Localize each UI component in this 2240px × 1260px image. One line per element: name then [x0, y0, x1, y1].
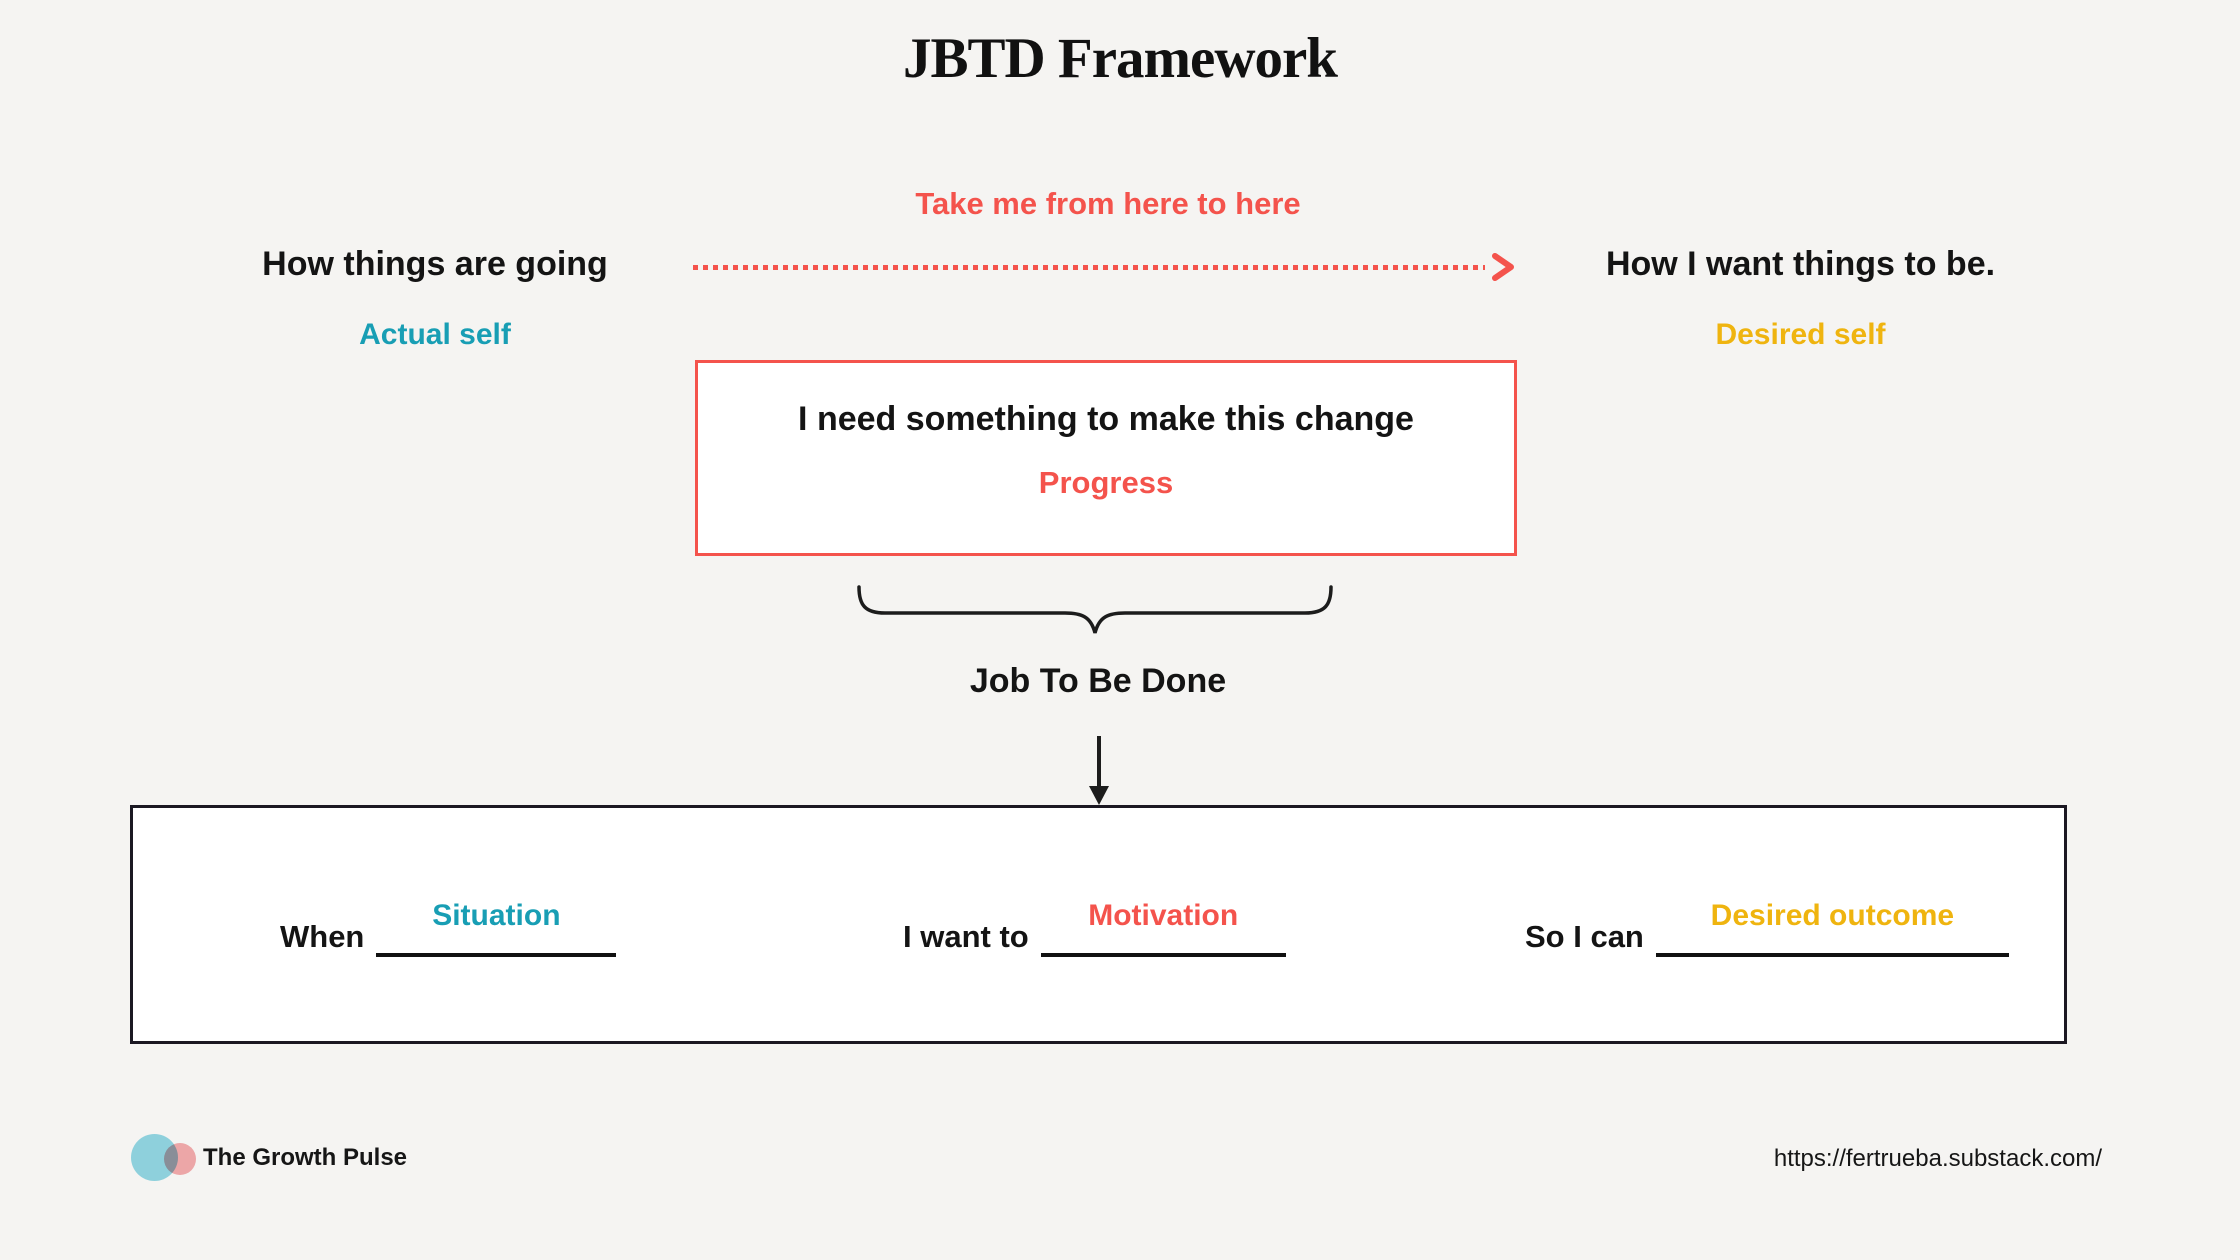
diagram-title: JBTD Framework: [902, 27, 1338, 90]
need-statement: I need something to make this change: [798, 400, 1414, 438]
need-box: I need something to make this change Pro…: [695, 360, 1517, 556]
down-arrow-icon: [1087, 736, 1111, 811]
job-to-be-done-label: Job To Be Done: [969, 662, 1227, 700]
statement-prefix: So I can: [1525, 919, 1644, 955]
progress-keyword: Progress: [1038, 465, 1174, 500]
actual-self-label: Actual self: [359, 317, 511, 351]
statement-part-situation: When Situation: [280, 899, 617, 957]
desired-outcome-blank: Desired outcome: [1655, 899, 2009, 957]
curly-brace-icon: [855, 584, 1335, 645]
dotted-arrow-line: [693, 265, 1485, 270]
situation-blank: Situation: [376, 899, 617, 957]
brand-logo-pink-circle-icon: [164, 1143, 196, 1175]
arrowhead-icon: [1490, 252, 1518, 287]
desired-state-group: How I want things to be. Desired self: [1563, 244, 2038, 352]
arrow-caption: Take me from here to here: [915, 186, 1301, 221]
source-url: https://fertrueba.substack.com/: [1773, 1145, 2102, 1172]
statement-prefix: When: [280, 919, 365, 955]
motivation-blank: Motivation: [1040, 899, 1286, 957]
statement-part-motivation: I want to Motivation: [903, 899, 1286, 957]
statement-part-desired-outcome: So I can Desired outcome: [1525, 899, 2009, 957]
desired-self-label: Desired self: [1715, 317, 1886, 351]
current-state-label: How things are going: [262, 245, 608, 283]
current-state-group: How things are going Actual self: [200, 244, 670, 352]
brand-name: The Growth Pulse: [203, 1144, 408, 1171]
job-statement-box: When Situation I want to Motivation So I…: [130, 805, 2067, 1044]
desired-state-label: How I want things to be.: [1605, 245, 1996, 283]
statement-prefix: I want to: [903, 919, 1029, 955]
